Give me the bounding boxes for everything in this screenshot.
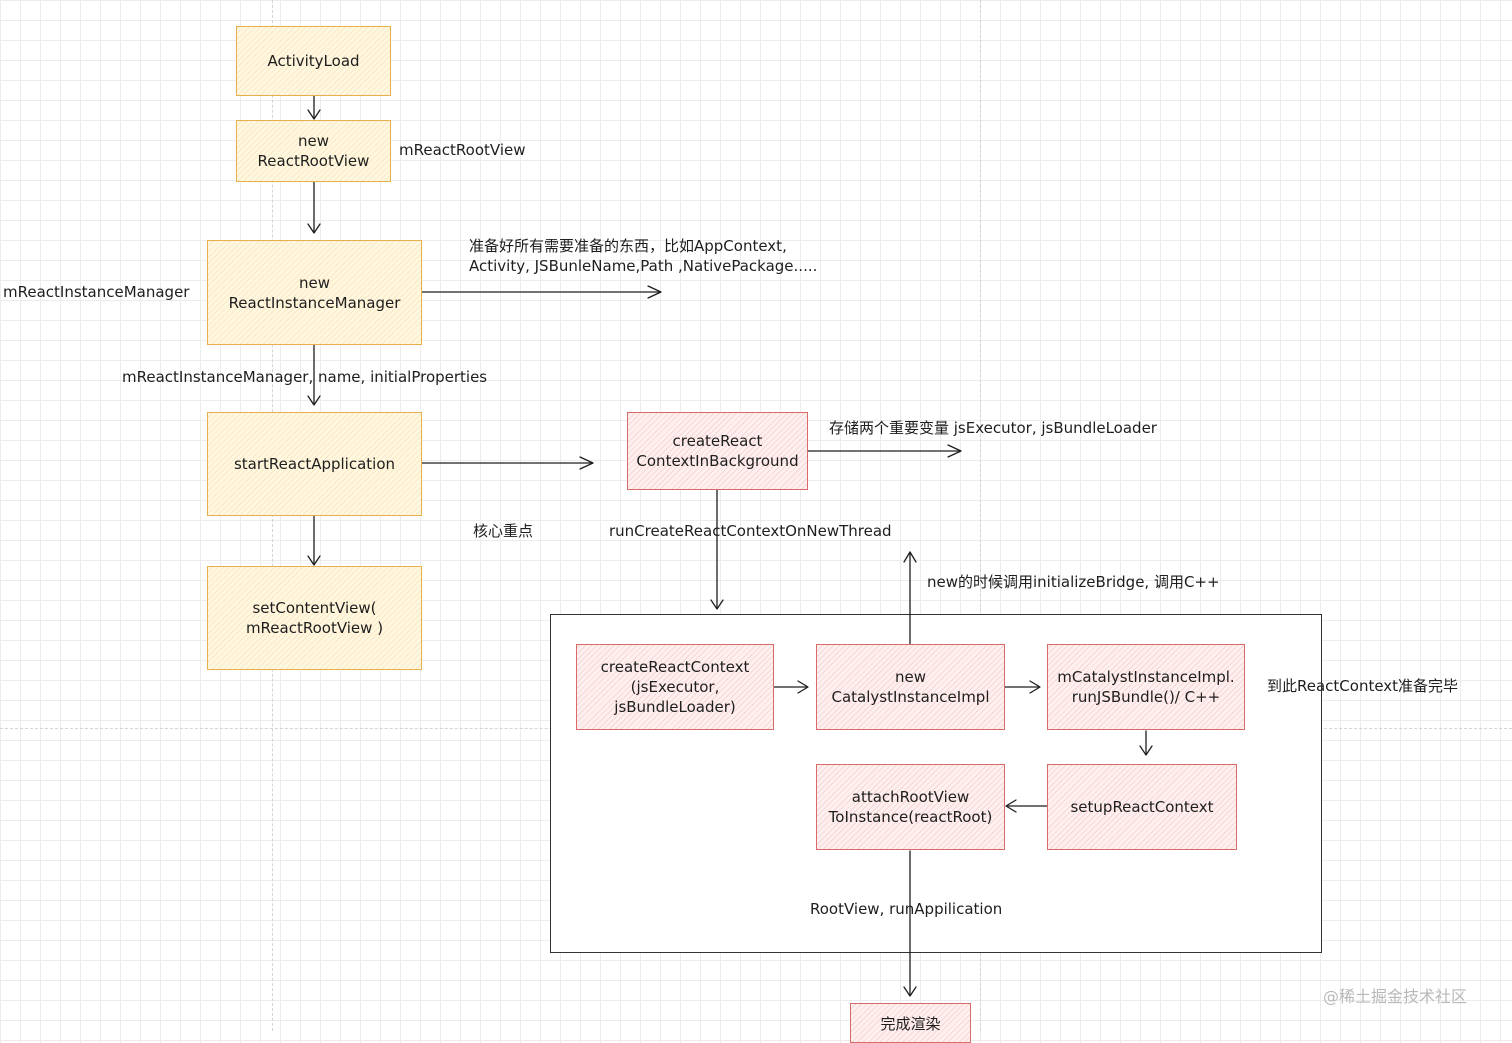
create-react-context-box[interactable]: createReactContext (jsExecutor, jsBundle… <box>576 644 774 730</box>
guide-line-vertical <box>980 0 981 1031</box>
arrow-start-to-setcontent <box>307 515 321 566</box>
setup-react-context-box[interactable]: setupReactContext <box>1047 764 1237 850</box>
run-on-new-thread-label: runCreateReactContextOnNewThread <box>609 522 892 540</box>
new-react-instance-manager-box[interactable]: new ReactInstanceManager <box>207 240 422 345</box>
arrow-createbg-to-store <box>807 444 962 458</box>
render-done-box[interactable]: 完成渲染 <box>850 1003 971 1043</box>
m-react-instance-manager-label: mReactInstanceManager <box>3 283 190 301</box>
new-catalyst-instance-box[interactable]: new CatalystInstanceImpl <box>816 644 1005 730</box>
arrow-create-to-catalyst <box>773 680 809 694</box>
context-ready-label: 到此ReactContext准备完毕 <box>1267 677 1459 695</box>
arrow-catalyst-to-run <box>1004 680 1041 694</box>
create-react-context-in-background-box[interactable]: createReact ContextInBackground <box>627 412 808 490</box>
arrow-rootview-to-manager <box>307 181 321 234</box>
store-two-vars-label: 存储两个重要变量 jsExecutor, jsBundleLoader <box>829 419 1157 437</box>
activity-load-box[interactable]: ActivityLoad <box>236 26 391 96</box>
arrow-run-to-setup <box>1139 730 1153 756</box>
manager-name-props-label: mReactInstanceManager, name, initialProp… <box>122 368 488 386</box>
arrow-setup-to-attach <box>1005 799 1048 813</box>
core-focus-label: 核心重点 <box>473 522 534 540</box>
attach-root-view-box[interactable]: attachRootView ToInstance(reactRoot) <box>816 764 1005 850</box>
watermark-text: @稀土掘金技术社区 <box>1323 987 1468 1006</box>
arrow-manager-to-prepare <box>421 285 662 299</box>
start-react-application-box[interactable]: startReactApplication <box>207 412 422 516</box>
new-react-root-view-box[interactable]: new ReactRootView <box>236 120 391 182</box>
root-view-run-app-label: RootView, runAppilication <box>810 900 1003 918</box>
arrow-load-to-rootview <box>307 95 321 120</box>
init-bridge-label: new的时候调用initializeBridge, 调用C++ <box>927 573 1220 591</box>
arrow-catalyst-up <box>903 551 917 645</box>
arrow-start-to-createbg <box>421 456 594 470</box>
m-react-root-view-label: mReactRootView <box>399 141 526 159</box>
arrow-createbg-to-container <box>710 489 724 610</box>
arrow-manager-to-start <box>307 344 321 406</box>
set-content-view-box[interactable]: setContentView( mReactRootView ) <box>207 566 422 670</box>
run-js-bundle-box[interactable]: mCatalystInstanceImpl. runJSBundle()/ C+… <box>1047 644 1245 730</box>
arrow-attach-to-done <box>903 850 917 997</box>
prepare-everything-label: 准备好所有需要准备的东西，比如AppContext, Activity, JSB… <box>469 237 818 275</box>
